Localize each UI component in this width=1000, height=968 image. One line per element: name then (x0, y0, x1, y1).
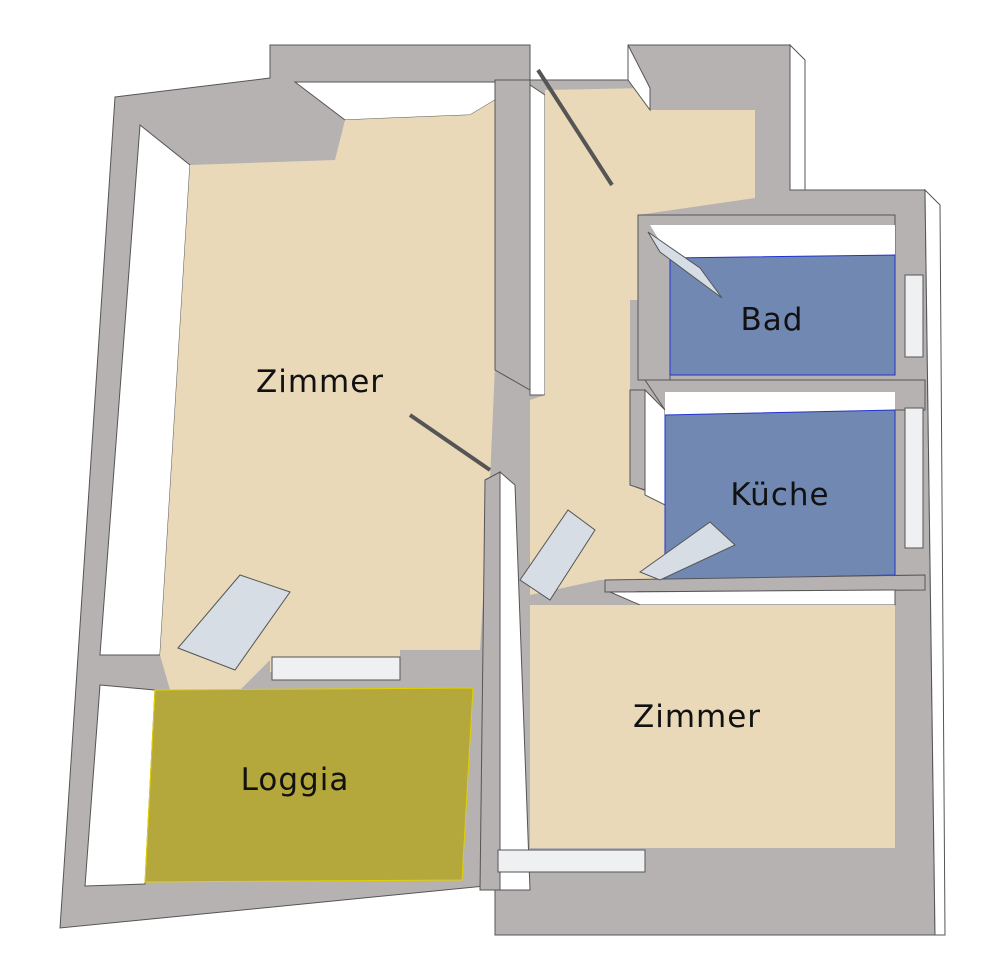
wall-side-face (924, 188, 946, 936)
door-entrance[interactable] (536, 68, 614, 187)
door-zimmer-2[interactable] (519, 509, 596, 601)
door-zimmer-loggia[interactable] (177, 574, 291, 671)
doors (177, 68, 736, 671)
interior-wall-face (609, 589, 896, 606)
room-bad (637, 214, 896, 381)
interior-wall-face (529, 84, 546, 396)
label-bad: Bad (741, 302, 804, 338)
wall-side-face (789, 43, 806, 191)
interior-wall (604, 574, 926, 593)
room-zimmer-2 (530, 605, 895, 848)
interior-wall (494, 79, 531, 391)
window-bad[interactable] (904, 274, 924, 358)
room-zimmer-1 (99, 81, 496, 690)
door-kueche[interactable] (638, 521, 736, 581)
door-zimmer-1[interactable] (408, 413, 492, 472)
interior-wall-face (499, 470, 531, 891)
door-bad[interactable] (647, 231, 723, 299)
label-kueche: Küche (730, 477, 829, 513)
label-zimmer-2: Zimmer (633, 699, 761, 735)
room-loggia (84, 684, 474, 887)
window-kueche[interactable] (904, 407, 924, 549)
window[interactable] (497, 849, 646, 873)
label-loggia: Loggia (241, 762, 350, 798)
hallway-floor (530, 88, 755, 595)
label-zimmer-1: Zimmer (256, 364, 384, 400)
window[interactable] (271, 656, 401, 681)
hall-niche-face (627, 44, 651, 112)
